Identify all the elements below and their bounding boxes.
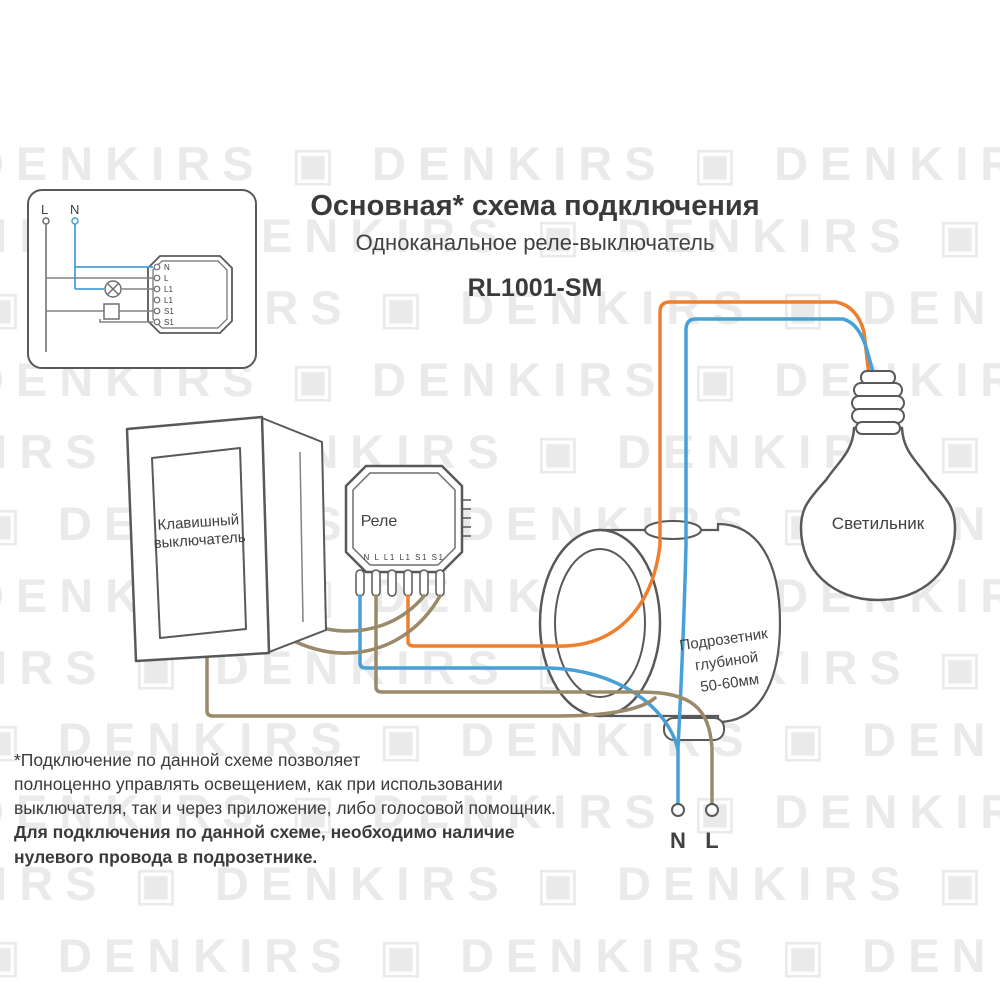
inset-term-3: L1 — [164, 296, 173, 305]
footnote-line: полноценно управлять освещением, как при… — [14, 774, 503, 795]
inset-wire-s1b — [99, 319, 153, 323]
bulb-cap — [851, 370, 905, 435]
switch-side — [260, 416, 328, 654]
footnote-line-bold: нулевого провода в подрозетнике. — [14, 846, 318, 867]
terminal-n-label: N — [670, 828, 686, 853]
footnote-line: выключателя, так и через приложение, либ… — [14, 798, 556, 819]
terminal-l-label: L — [705, 828, 718, 853]
page-subtitle: Одноканальное реле-выключатель — [355, 230, 715, 255]
wall-switch: Клавишный выключатель — [125, 415, 328, 663]
relay-module: Реле N L L1 L1 S1 S1 — [344, 464, 471, 597]
relay-inner-outline — [352, 472, 456, 566]
inset-l-label: L — [41, 202, 48, 217]
switch-side-detail — [299, 451, 304, 623]
wire-blue-neutral-to-relay — [358, 594, 680, 752]
terminal-l-connector — [705, 803, 719, 817]
switch-label: Клавишный выключатель — [153, 511, 246, 552]
inset-term-2: L1 — [164, 285, 173, 294]
inset-relay-inner — [152, 260, 228, 329]
wire-brown-line-to-switch — [205, 652, 657, 718]
bulb-glass — [799, 426, 957, 602]
inset-term-1: L — [164, 274, 169, 283]
relay-vents — [462, 499, 471, 537]
inset-relay-body — [147, 255, 233, 334]
switch-label-line1: Клавишный — [157, 511, 240, 534]
box-opening — [554, 548, 646, 698]
switch-rocker — [151, 447, 247, 639]
inset-switch-icon — [103, 303, 120, 320]
footnote: *Подключение по данной схеме позволяет п… — [14, 748, 634, 869]
inset-term-4: S1 — [164, 307, 174, 316]
footnote-line: *Подключение по данной схеме позволяет — [14, 750, 361, 770]
box-top-grommet — [644, 520, 702, 540]
inset-l-terminal-dot — [42, 217, 50, 225]
relay-label: Реле — [361, 513, 398, 530]
switch-label-line2: выключатель — [153, 529, 246, 552]
inset-term-0: N — [164, 263, 170, 272]
inset-schematic: L N N L L1 L1 S1 S1 — [27, 189, 257, 369]
lamp-label: Светильник — [832, 514, 925, 533]
inset-n-terminal-dot — [71, 217, 79, 225]
terminal-n-connector — [671, 803, 685, 817]
wire-blue-neutral-main — [676, 317, 876, 808]
supply-terminals: N L — [670, 803, 719, 853]
inset-relay-terminals: N L L1 L1 S1 S1 — [153, 263, 174, 327]
inset-n-label: N — [70, 202, 79, 217]
page-title: Основная* схема подключения — [310, 190, 760, 222]
footnote-line-bold: Для подключения по данной схеме, необход… — [14, 822, 515, 843]
wire-brown-line-to-relay — [374, 594, 714, 808]
light-bulb: Светильник — [799, 370, 957, 602]
relay-terminal-row: N L L1 L1 S1 S1 — [364, 553, 445, 562]
title-block: Основная* схема подключения Одноканально… — [265, 190, 805, 303]
wire-orange-line-to-lamp — [406, 300, 871, 648]
inset-lamp-x2 — [107, 283, 119, 295]
inset-term-5: S1 — [164, 318, 174, 327]
relay-pins — [355, 569, 445, 597]
model-number: RL1001-SM — [467, 274, 603, 302]
wires — [205, 300, 876, 808]
